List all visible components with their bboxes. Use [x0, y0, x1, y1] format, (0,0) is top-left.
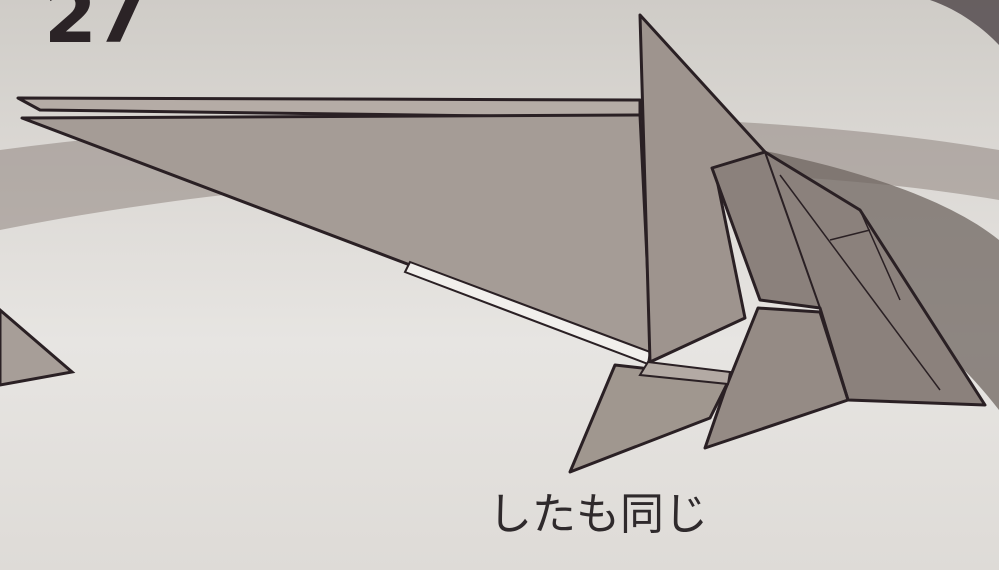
tail-section [710, 150, 987, 407]
step-caption: したも同じ [488, 489, 708, 540]
tail-crease-3 [859, 209, 901, 301]
left-fin-partial [0, 308, 76, 387]
fin-connector [638, 360, 732, 386]
tail-crease-1 [764, 151, 821, 309]
tail-crease-4 [829, 229, 871, 241]
step-number: 27 [44, 0, 148, 60]
dorsal-fin [638, 13, 767, 364]
lower-rear-fin [703, 306, 850, 450]
background-top-curve [930, 0, 999, 45]
tail-crease-2 [779, 174, 941, 391]
